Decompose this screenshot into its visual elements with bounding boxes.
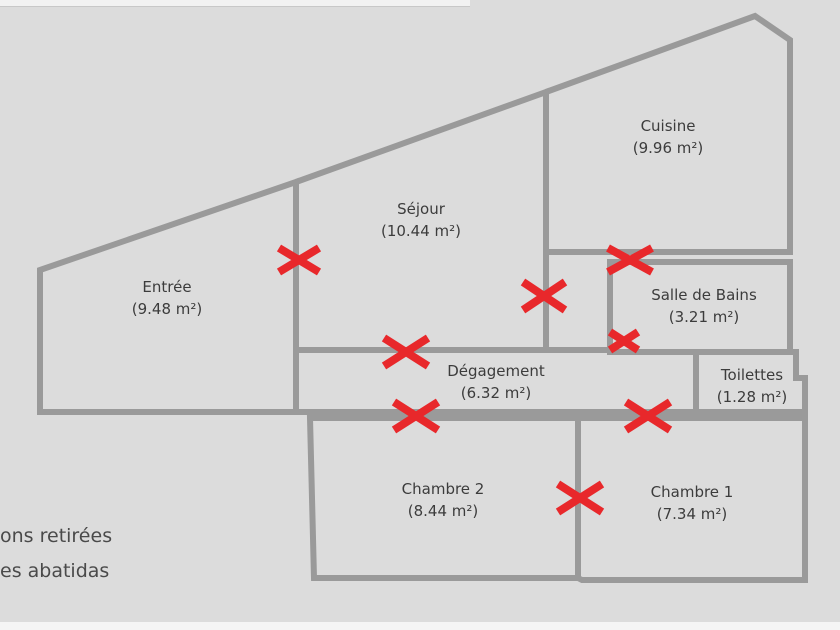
- room-area-toilettes: (1.28 m²): [717, 388, 788, 406]
- room-name-degagement: Dégagement: [447, 362, 545, 380]
- room-name-salle-de-bains: Salle de Bains: [651, 286, 757, 304]
- removed-wall-x-icon: [555, 480, 605, 516]
- room-area-cuisine: (9.96 m²): [633, 139, 704, 157]
- wall-entree: [37, 177, 299, 415]
- room-area-entree: (9.48 m²): [132, 300, 203, 318]
- removed-wall-x-icon: [623, 398, 673, 434]
- room-area-sejour: (10.44 m²): [381, 222, 461, 240]
- bottom-strip: [0, 622, 840, 630]
- room-area-degagement: (6.32 m²): [461, 384, 532, 402]
- removed-wall-x-icon: [607, 328, 641, 354]
- legend-line-2: es abatidas: [0, 560, 110, 582]
- wall-degagement: [293, 347, 699, 415]
- removed-wall-x-icon: [520, 278, 568, 314]
- room-name-chambre-1: Chambre 1: [651, 483, 734, 501]
- removed-wall-marks: [276, 244, 673, 516]
- wall-cuisine: [544, 12, 793, 255]
- room-area-chambre-1: (7.34 m²): [657, 505, 728, 523]
- removed-wall-x-icon: [276, 244, 322, 276]
- room-area-chambre-2: (8.44 m²): [408, 502, 479, 520]
- walls: [37, 12, 808, 583]
- wall-chambre-2: [306, 415, 581, 581]
- removed-wall-x-icon: [606, 244, 654, 276]
- removed-wall-x-icon: [391, 398, 441, 434]
- wall-toilettes: [696, 349, 808, 415]
- wall-salle-de-bains: [607, 259, 793, 355]
- room-name-cuisine: Cuisine: [641, 117, 696, 135]
- room-name-chambre-2: Chambre 2: [402, 480, 485, 498]
- room-name-toilettes: Toilettes: [720, 366, 783, 384]
- room-area-salle-de-bains: (3.21 m²): [669, 308, 740, 326]
- wall-sejour: [294, 87, 549, 353]
- room-name-sejour: Séjour: [397, 200, 446, 218]
- room-name-entree: Entrée: [142, 278, 191, 296]
- removed-wall-x-icon: [381, 334, 431, 370]
- wall-chambre-1: [576, 415, 808, 583]
- top-strip: [0, 0, 470, 7]
- legend-line-1: ons retirées: [0, 525, 113, 547]
